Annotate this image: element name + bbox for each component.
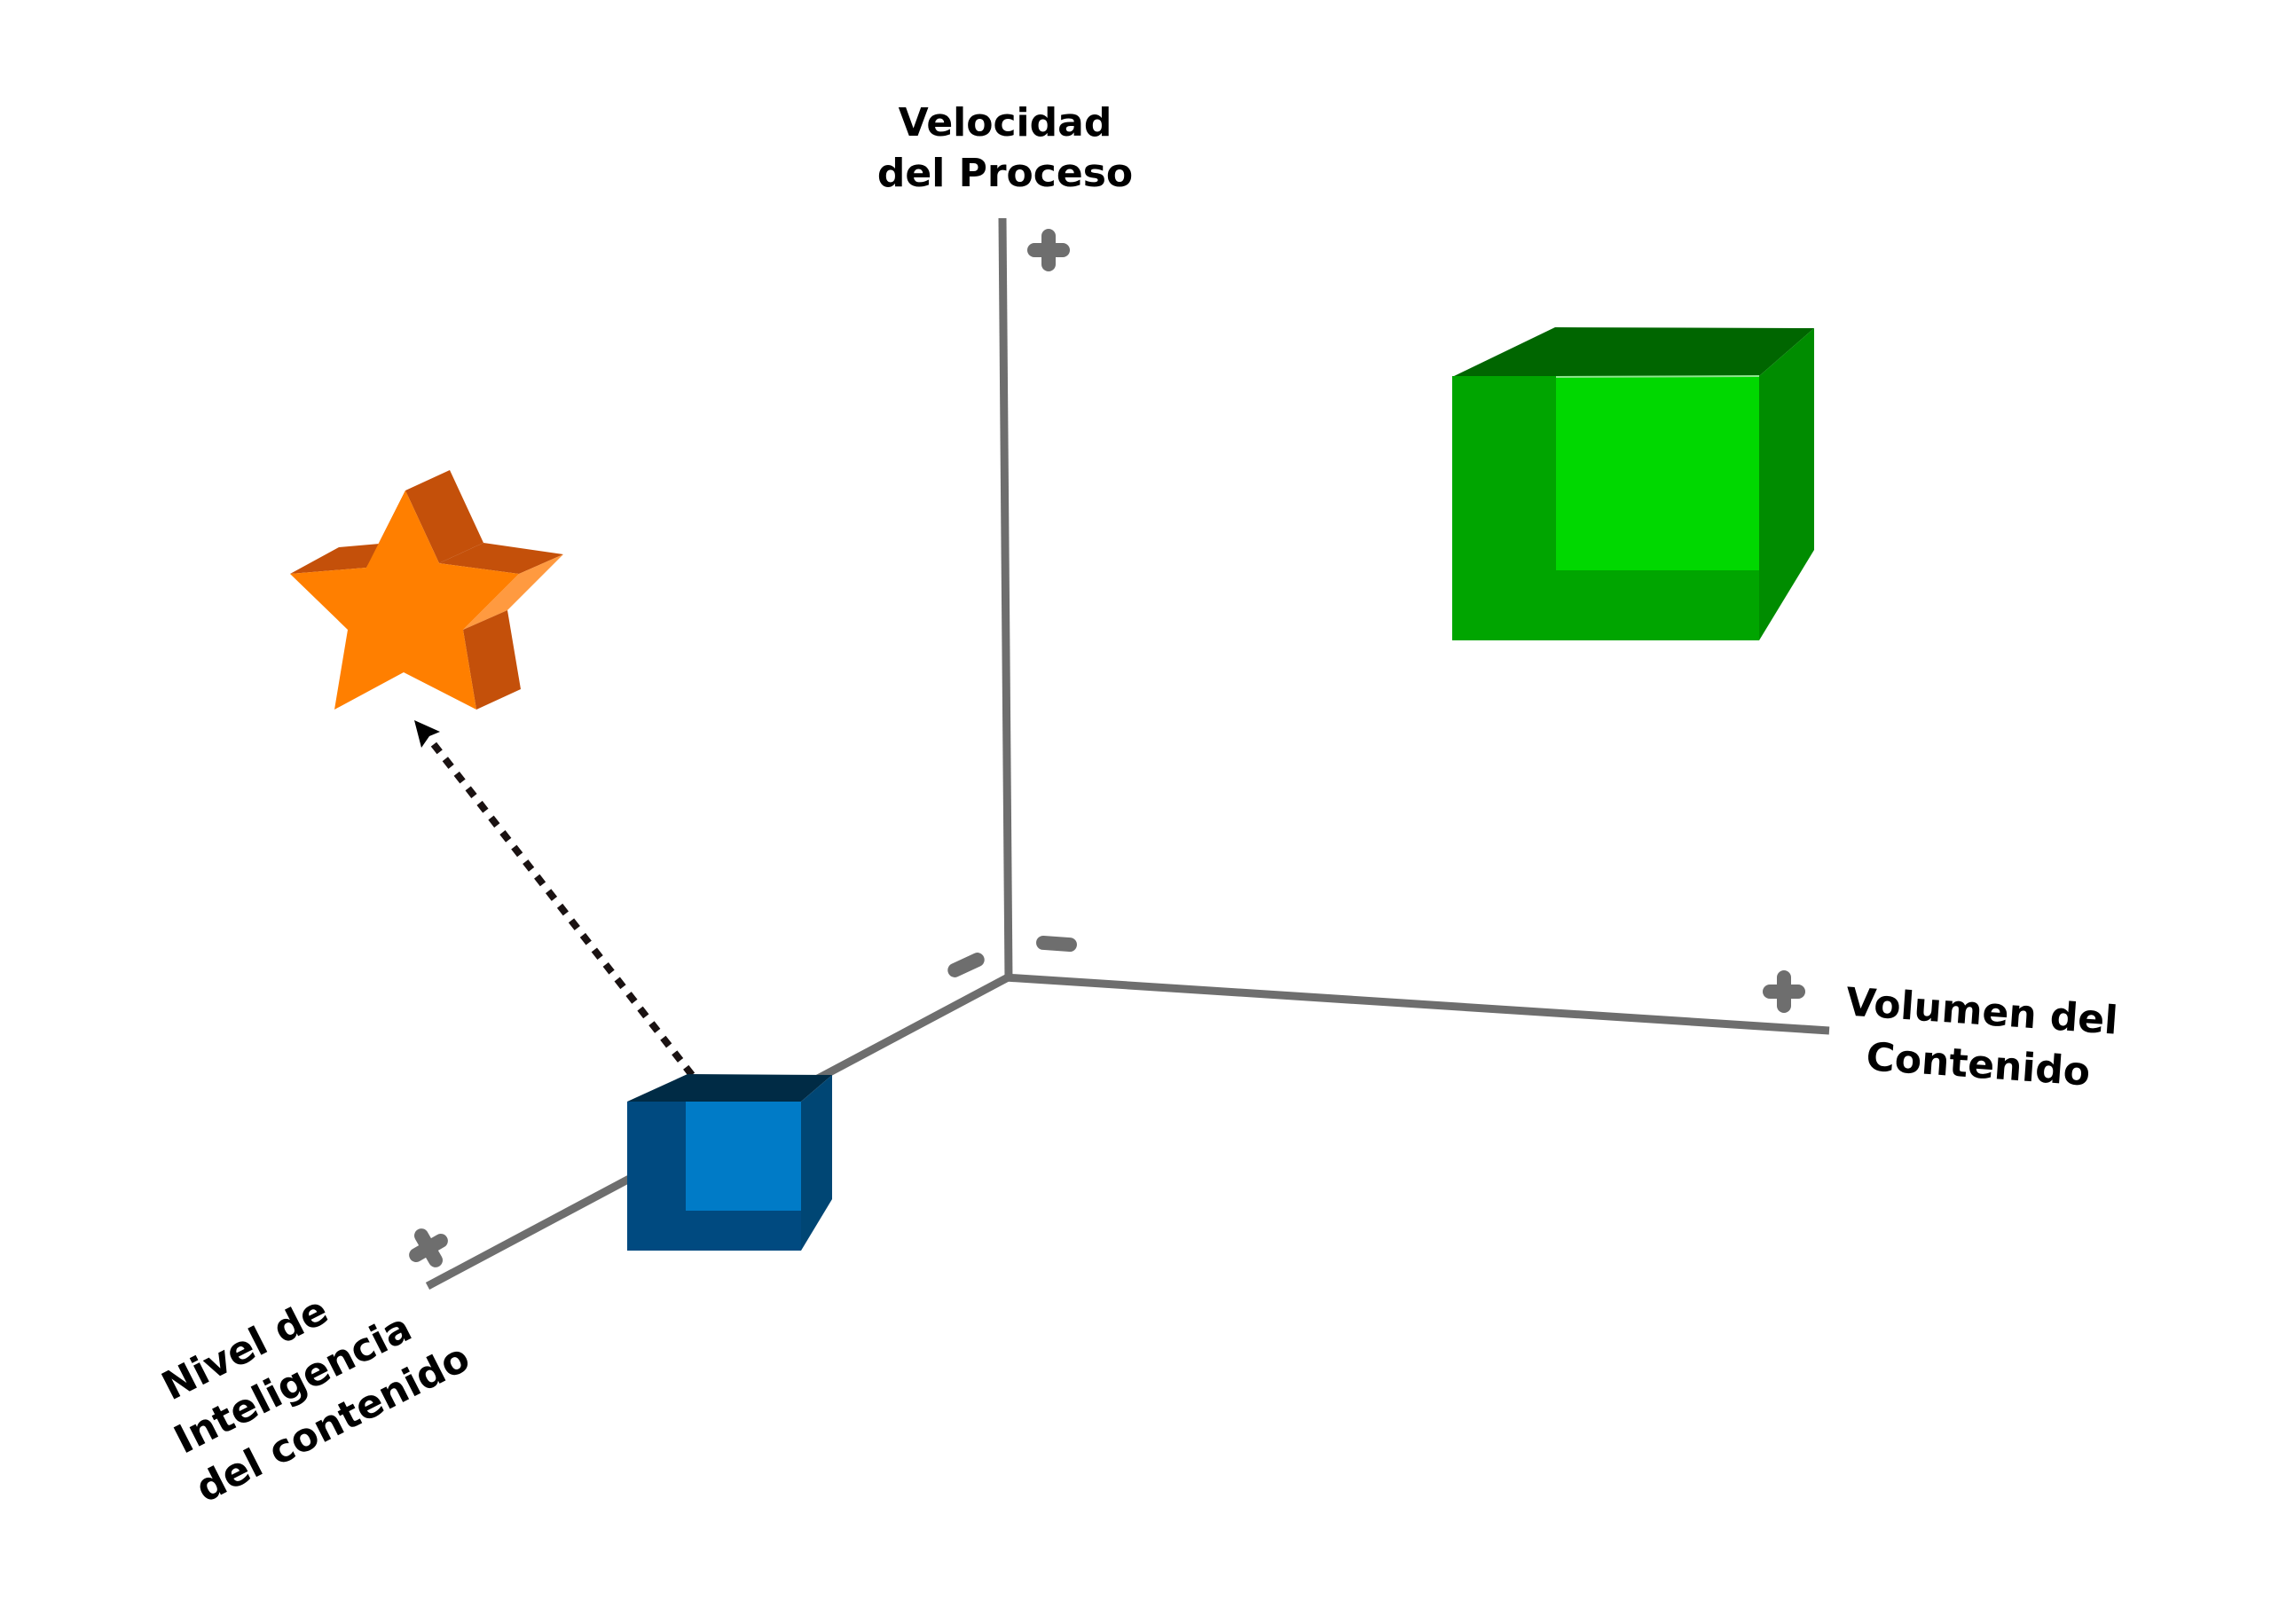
horizontal-plus-icon: [1763, 970, 1805, 1013]
orange-star: [290, 470, 563, 710]
green-cube-side: [1759, 328, 1814, 640]
vertical-axis: [998, 217, 1013, 982]
arrow-head-icon: [414, 720, 440, 748]
green-cube: [1452, 327, 1814, 640]
vertical-axis-label: Velocidad del Proceso: [877, 100, 1133, 196]
horizontal-label-line-2: Contenido: [1865, 1034, 2092, 1095]
blue-cube-inner: [686, 1102, 801, 1211]
horizontal-label-line-1: Volumen del: [1844, 979, 2119, 1043]
blue-cube-side: [801, 1075, 832, 1251]
star-front: [290, 490, 519, 710]
horizontal-minus-icon: [1036, 935, 1077, 953]
vertical-label-line-1: Velocidad: [899, 100, 1112, 145]
dotted-arrow: [414, 720, 695, 1078]
depth-axis-label: Nivel de Inteligencia del contenido: [155, 1288, 477, 1511]
blue-cube-top: [627, 1074, 832, 1102]
horizontal-axis: [1004, 973, 1830, 1035]
green-cube-top: [1452, 327, 1814, 377]
depth-plus-icon: [409, 1228, 448, 1267]
green-cube-inner: [1556, 377, 1759, 570]
depth-minus-icon: [947, 953, 985, 977]
horizontal-axis-label: Volumen del Contenido: [1844, 979, 2119, 1095]
vertical-label-line-2: del Proceso: [877, 151, 1133, 196]
vertical-plus-icon: [1027, 229, 1070, 271]
blue-cube: [627, 1074, 832, 1251]
arrow-shaft: [429, 741, 695, 1078]
